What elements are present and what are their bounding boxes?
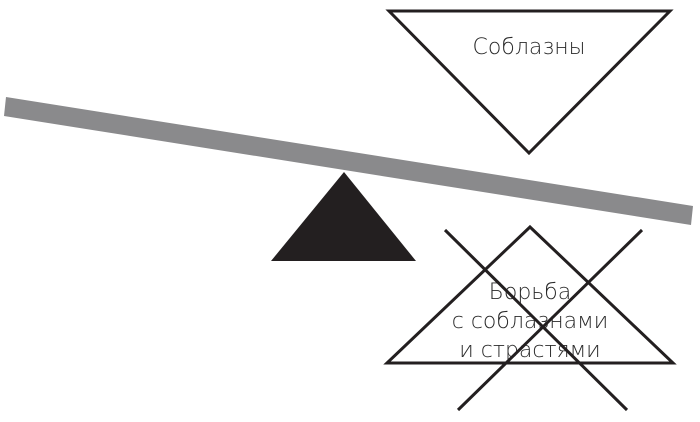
struggle-weight: Борьба с соблазнами и страстями	[383, 224, 677, 412]
struggle-label-line-1: Борьба	[489, 280, 571, 305]
temptations-weight: Соблазны	[385, 9, 674, 156]
cross-out-line-1	[443, 228, 629, 412]
temptations-label: Соблазны	[473, 35, 586, 60]
inverted-triangle	[385, 9, 674, 156]
balance-beam	[4, 97, 693, 225]
fulcrum-triangle	[271, 172, 416, 261]
upright-triangle	[383, 224, 677, 365]
struggle-label-line-3: и страстями	[459, 338, 600, 363]
cross-out-line-2	[456, 228, 644, 412]
